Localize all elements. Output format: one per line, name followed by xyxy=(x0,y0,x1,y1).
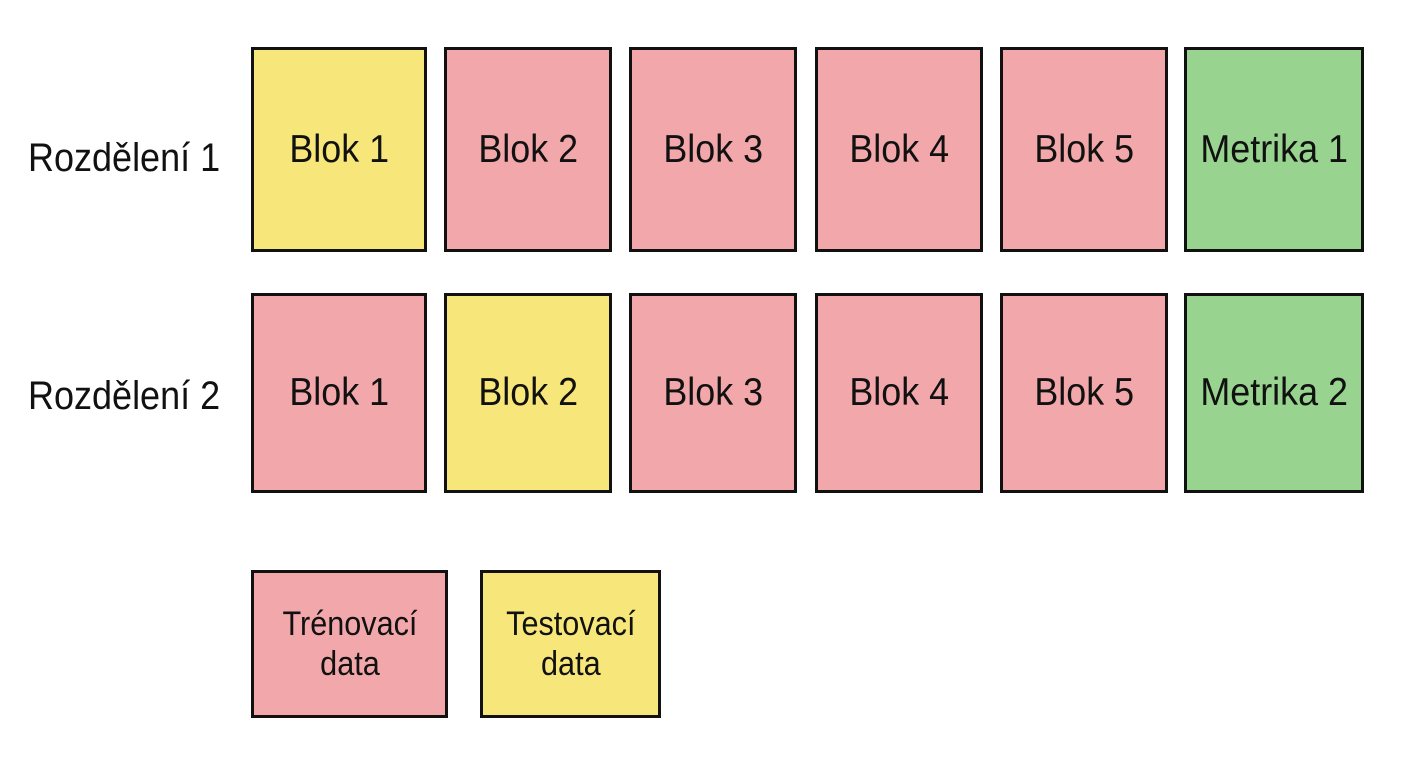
legend-testing-label: Testovací data xyxy=(506,604,635,684)
legend-testing-line-1: Testovací xyxy=(505,604,636,643)
split-2-block-3: Blok 3 xyxy=(629,293,797,493)
split-1-metric-label: Metrika 1 xyxy=(1200,127,1348,171)
legend-training-line-2: data xyxy=(319,645,380,683)
split-1-block-2: Blok 2 xyxy=(444,47,612,252)
split-2-block-3-label: Blok 3 xyxy=(663,371,763,414)
split-1-metric: Metrika 1 xyxy=(1184,47,1364,252)
split-1-block-1: Blok 1 xyxy=(251,47,427,252)
split-2-block-4: Blok 4 xyxy=(815,293,983,493)
split-2-block-1-label: Blok 1 xyxy=(289,371,389,414)
split-2-block-2-label: Blok 2 xyxy=(478,371,578,414)
split-1-block-1-label: Blok 1 xyxy=(289,127,389,171)
legend-training-line-1: Trénovací xyxy=(282,604,417,643)
split-2-block-1: Blok 1 xyxy=(251,293,427,493)
split-1-block-4-label: Blok 4 xyxy=(849,127,949,171)
split-2-block-5-label: Blok 5 xyxy=(1034,371,1134,414)
legend-training-label: Trénovací data xyxy=(282,604,417,684)
split-1-block-4: Blok 4 xyxy=(815,47,983,252)
split-2-block-4-label: Blok 4 xyxy=(849,371,949,414)
split-1-block-5-label: Blok 5 xyxy=(1034,127,1134,171)
split-1-block-3: Blok 3 xyxy=(629,47,797,252)
split-1-block-3-label: Blok 3 xyxy=(663,127,763,171)
split-2-label: Rozdělení 2 xyxy=(28,374,221,418)
split-2-metric-label: Metrika 2 xyxy=(1200,371,1348,414)
split-2-block-5: Blok 5 xyxy=(1000,293,1168,493)
split-2-block-2: Blok 2 xyxy=(444,293,612,493)
split-1-label: Rozdělení 1 xyxy=(28,136,221,180)
legend-training-data: Trénovací data xyxy=(251,570,448,718)
legend-testing-data: Testovací data xyxy=(480,570,661,718)
split-1-block-2-label: Blok 2 xyxy=(478,127,578,171)
split-1-block-5: Blok 5 xyxy=(1000,47,1168,252)
legend-testing-line-2: data xyxy=(540,645,601,683)
split-2-metric: Metrika 2 xyxy=(1184,293,1364,493)
